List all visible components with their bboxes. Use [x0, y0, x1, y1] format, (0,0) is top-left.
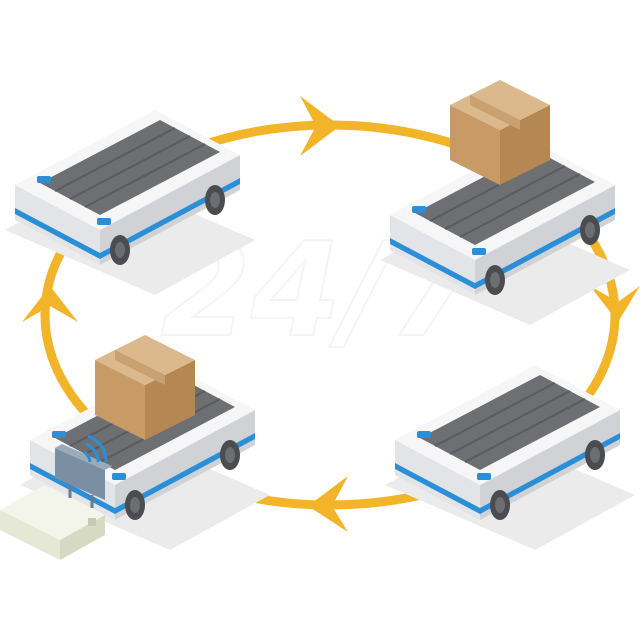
arrow-right-icon — [590, 286, 640, 322]
wifi-signal-icon — [83, 434, 108, 463]
charging-station — [0, 434, 112, 560]
arrow-left-icon — [22, 286, 78, 322]
robot-bottom-right — [384, 364, 636, 551]
arrow-bottom-icon — [308, 476, 348, 532]
arrow-top-icon — [300, 96, 340, 156]
